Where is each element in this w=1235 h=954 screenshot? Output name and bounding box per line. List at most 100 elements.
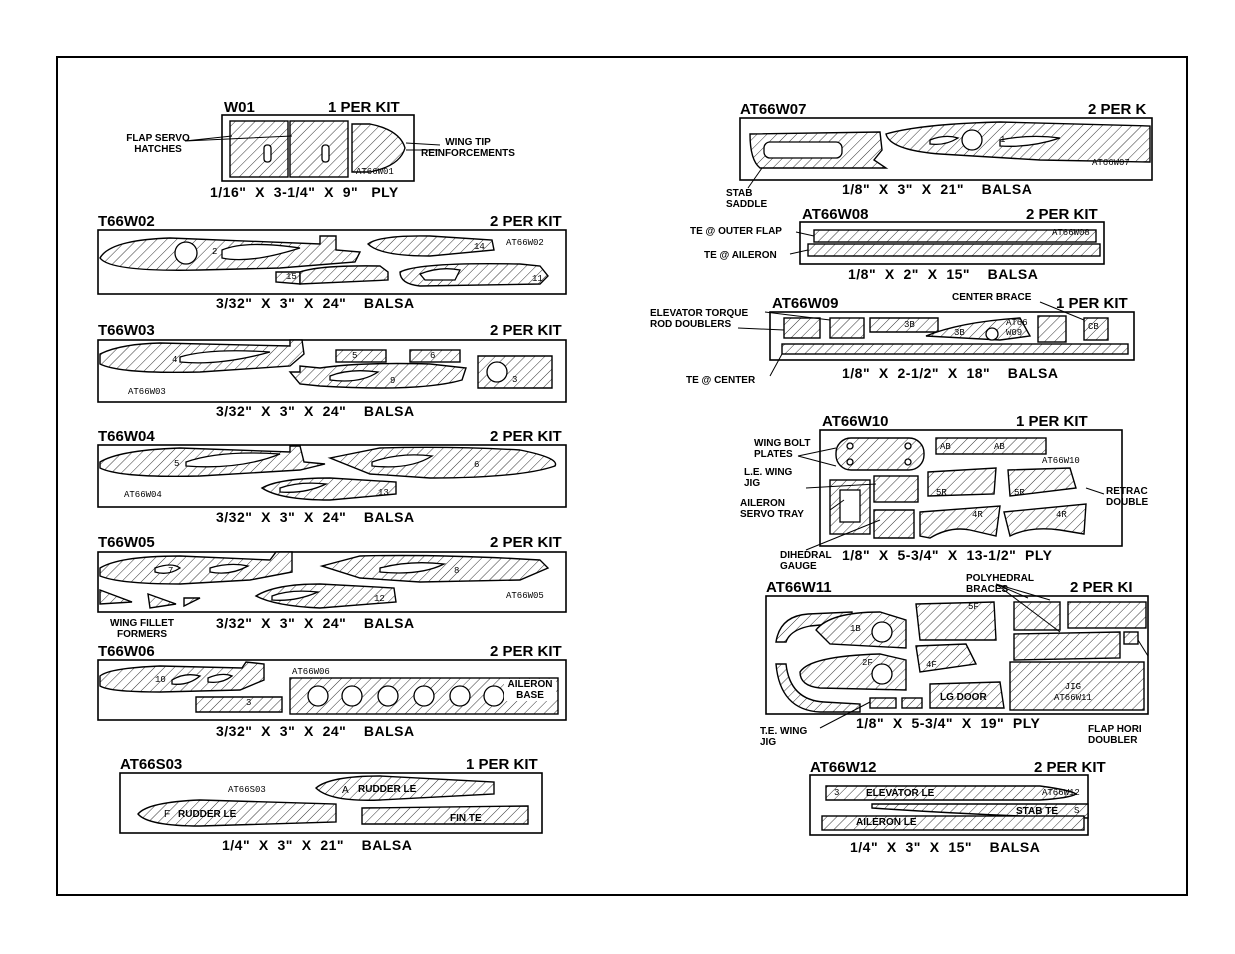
s03-fin-te: FIN TE xyxy=(450,813,482,824)
sheet-w01 xyxy=(184,114,441,182)
s03-size: 1/4" X 3" X 21" BALSA xyxy=(222,837,413,853)
w12-stab-te: STAB TE xyxy=(1016,806,1059,817)
w09-3b-b: 3B xyxy=(954,328,965,338)
w06-qty: 2 PER KIT xyxy=(490,643,562,660)
w08-aileron-callout: TE @ AILERON xyxy=(704,250,777,261)
w03-stamp: AT66W03 xyxy=(128,387,166,397)
w10-wing-bolt-callout: WING BOLT PLATES xyxy=(754,438,811,460)
w06-size: 3/32" X 3" X 24" BALSA xyxy=(216,723,415,739)
sheet-s03 xyxy=(119,772,543,834)
w01-flap-servo-callout: FLAP SERVO HATCHES xyxy=(126,133,190,155)
w10-dihedral-callout: DIHEDRAL GAUGE xyxy=(780,550,832,572)
sheet-w12 xyxy=(809,774,1089,836)
w10-servo-tray-callout: AILERON SERVO TRAY xyxy=(740,498,804,520)
w12-elevator-le: ELEVATOR LE xyxy=(866,788,935,799)
w04-part-5: 5 xyxy=(174,459,180,469)
s03-code: AT66S03 xyxy=(120,756,183,773)
w08-stamp: AT66W08 xyxy=(1052,228,1090,238)
sheet-w04 xyxy=(97,444,567,508)
w03-part-5: 5 xyxy=(352,351,358,361)
w10-qty: 1 PER KIT xyxy=(1016,413,1088,430)
w01-wing-tip-callout: WING TIP REINFORCEMENTS xyxy=(421,137,515,159)
w12-s: S xyxy=(1074,806,1080,816)
sheet-w10 xyxy=(797,429,1123,551)
w12-code: AT66W12 xyxy=(810,759,877,776)
w04-stamp: AT66W04 xyxy=(124,490,162,500)
w11-code: AT66W11 xyxy=(766,579,832,596)
sheet-w03 xyxy=(97,339,567,403)
w11-stamp: JIG AT66W11 xyxy=(1054,682,1092,703)
w02-stamp: AT66W02 xyxy=(506,238,544,248)
w03-part-4: 4 xyxy=(172,355,178,365)
s03-rudder-le-bottom: RUDDER LE xyxy=(178,809,237,820)
w10-ab-2: AB xyxy=(994,442,1005,452)
w08-outer-flap-callout: TE @ OUTER FLAP xyxy=(690,226,782,237)
w07-stamp: AT66W07 xyxy=(1092,158,1130,168)
w03-size: 3/32" X 3" X 24" BALSA xyxy=(216,403,415,419)
w09-elevator-callout: ELEVATOR TORQUE ROD DOUBLERS xyxy=(650,308,749,330)
sheet-w11 xyxy=(765,583,1149,729)
sheet-w02 xyxy=(97,229,567,295)
w03-qty: 2 PER KIT xyxy=(490,322,562,339)
w03-part-9: 9 xyxy=(390,376,396,386)
sheet-w06 xyxy=(97,659,567,721)
w02-part-11: 11 xyxy=(532,274,543,284)
w04-part-6: 6 xyxy=(474,460,480,470)
w11-size: 1/8" X 5-3/4" X 19" PLY xyxy=(856,715,1041,731)
w10-ab-1: AB xyxy=(940,442,951,452)
w03-part-3: 3 xyxy=(512,375,518,385)
w05-part-7: 7 xyxy=(168,566,174,576)
w06-part-10: 10 xyxy=(155,675,166,685)
w10-le-jig-callout: L.E. WING JIG xyxy=(744,467,793,489)
w09-code: AT66W09 xyxy=(772,295,839,312)
w01-size: 1/16" X 3-1/4" X 9" PLY xyxy=(210,184,399,200)
w02-part-14: 14 xyxy=(474,242,485,252)
w10-4r-a: 4R xyxy=(972,510,983,520)
w05-code: T66W05 xyxy=(98,534,155,551)
w09-size: 1/8" X 2-1/2" X 18" BALSA xyxy=(842,365,1059,381)
w11-1b: 1B xyxy=(850,624,861,634)
w05-part-12: 12 xyxy=(374,594,385,604)
s03-qty: 1 PER KIT xyxy=(466,756,538,773)
w10-4r-b: 4R xyxy=(1056,510,1067,520)
w09-te-center-callout: TE @ CENTER xyxy=(686,375,756,386)
w11-5f: 5F xyxy=(968,602,979,612)
w05-qty: 2 PER KIT xyxy=(490,534,562,551)
sheet-w05 xyxy=(97,551,567,613)
s03-stamp: AT66S03 xyxy=(228,785,266,795)
w10-size: 1/8" X 5-3/4" X 13-1/2" PLY xyxy=(842,547,1053,563)
w06-part-3: 3 xyxy=(246,698,252,708)
w04-part-13: 13 xyxy=(378,488,389,498)
w12-stamp: AT66W12 xyxy=(1042,788,1080,798)
w08-code: AT66W08 xyxy=(802,206,869,223)
w08-qty: 2 PER KIT xyxy=(1026,206,1098,223)
w06-code: T66W06 xyxy=(98,643,155,660)
w12-aileron-le: AILERON LE xyxy=(856,817,917,828)
sheet-w09 xyxy=(737,301,1135,377)
w05-size: 3/32" X 3" X 24" BALSA xyxy=(216,615,415,631)
w10-5r-b: 5R xyxy=(1014,488,1025,498)
w05-part-8: 8 xyxy=(454,566,460,576)
w12-3: 3 xyxy=(834,788,840,798)
w07-code: AT66W07 xyxy=(740,101,807,118)
w03-part-6: 6 xyxy=(430,351,436,361)
w11-poly-callout: POLYHEDRAL BRACES xyxy=(966,573,1034,595)
w02-size: 3/32" X 3" X 24" BALSA xyxy=(216,295,415,311)
w01-stamp: AT66W01 xyxy=(356,167,394,177)
w11-flap-horn-callout: FLAP HORI DOUBLER xyxy=(1088,724,1142,746)
w11-4f: 4F xyxy=(926,660,937,670)
w11-2f: 2F xyxy=(862,658,873,668)
w07-size: 1/8" X 3" X 21" BALSA xyxy=(842,181,1033,197)
w04-code: T66W04 xyxy=(98,428,155,445)
sheet-w07 xyxy=(739,117,1153,189)
w07-stab-saddle-callout: STAB SADDLE xyxy=(726,188,768,210)
w11-qty: 2 PER KI xyxy=(1070,579,1133,596)
w10-5r-a: 5R xyxy=(936,488,947,498)
w02-part-2: 2 xyxy=(212,247,218,257)
w11-te-jig-callout: T.E. WING JIG xyxy=(760,726,808,748)
s03-f: F xyxy=(164,809,171,820)
w06-stamp: AT66W06 xyxy=(292,667,330,677)
w05-stamp: AT66W05 xyxy=(506,591,544,601)
w08-size: 1/8" X 2" X 15" BALSA xyxy=(848,266,1039,282)
w09-cb: CB xyxy=(1088,322,1099,332)
